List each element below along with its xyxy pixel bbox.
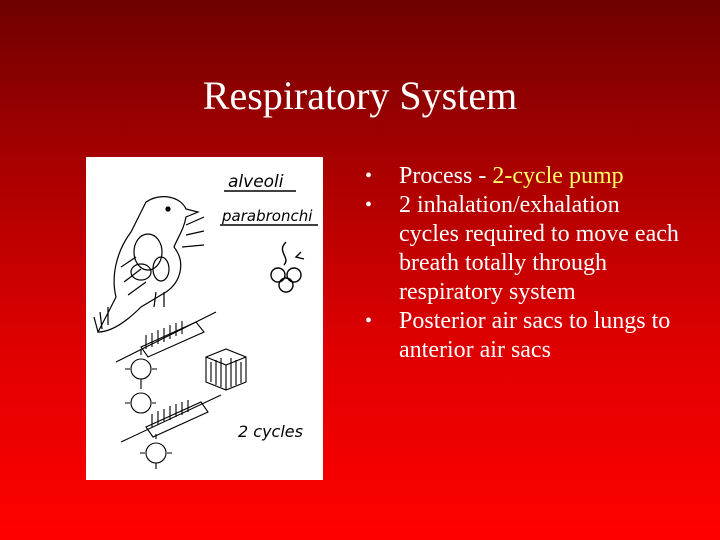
bullet-item: • 2 inhalation/exhalation cycles required… bbox=[365, 191, 685, 307]
label-alveoli: alveoli bbox=[228, 172, 284, 192]
bullet-dot-icon: • bbox=[365, 165, 373, 187]
label-2-cycles: 2 cycles bbox=[238, 422, 303, 441]
bullet-dot-icon: • bbox=[365, 194, 373, 216]
bullet-text: 2 inhalation/exhalation cycles required … bbox=[399, 192, 679, 305]
bullet-item: • Posterior air sacs to lungs to anterior… bbox=[365, 307, 685, 365]
bullet-highlight: 2-cycle pump bbox=[492, 163, 624, 189]
bullet-dot-icon: • bbox=[365, 310, 373, 332]
bullet-text: Process - bbox=[399, 163, 493, 189]
bird-icon bbox=[93, 196, 205, 333]
alveoli-block-icon bbox=[205, 348, 247, 391]
parabronchi-diagram-top bbox=[115, 311, 217, 385]
label-parabronchi: parabronchi bbox=[221, 207, 313, 225]
bullet-text: Posterior air sacs to lungs to anterior … bbox=[399, 308, 671, 363]
bullet-list: • Process - 2-cycle pump • 2 inhalation/ex… bbox=[365, 162, 685, 365]
bullet-item: • Process - 2-cycle pump bbox=[365, 162, 685, 191]
airflow-loop-icon bbox=[270, 241, 305, 293]
slide-title: Respiratory System bbox=[202, 73, 518, 118]
bird-respiration-diagram: alveoli parabronchi bbox=[86, 157, 323, 480]
parabronchi-diagram-bottom bbox=[120, 385, 222, 469]
